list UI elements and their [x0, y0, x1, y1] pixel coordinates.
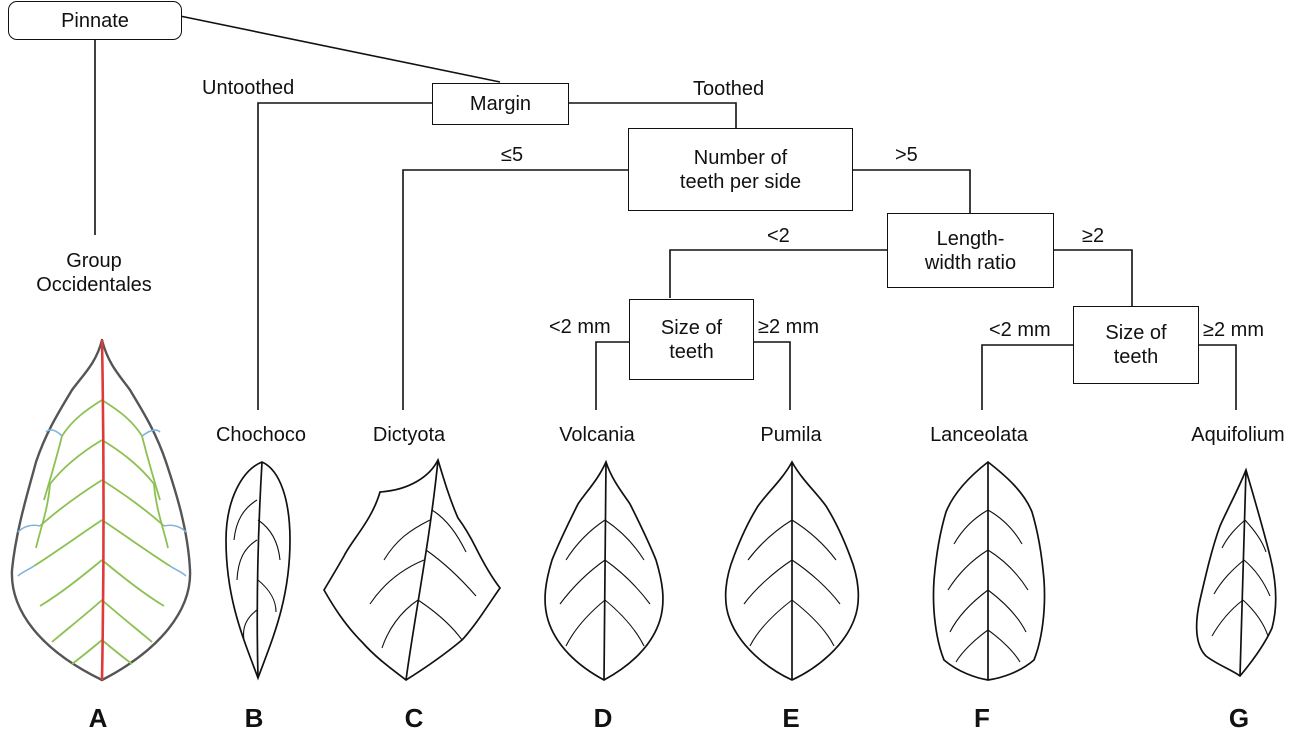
leaf-e-illustration: [724, 460, 860, 681]
leaf-a-secondary-vein: [39, 559, 103, 607]
leaf-a-tertiary-vein: [169, 565, 187, 577]
leaf-name-volcania: Volcania: [559, 424, 635, 446]
leaf-f-illustration: [932, 460, 1046, 681]
leaf-a-secondary-vein: [101, 439, 155, 485]
panel-letter-g: G: [1228, 703, 1250, 733]
size-of-teeth-node-left: Size of teeth: [629, 299, 754, 380]
leaf-a-secondary-vein: [51, 599, 103, 643]
leaf-c-illustration: [323, 457, 502, 682]
connector-gt5: [852, 169, 971, 213]
leaf-a-tertiary-vein: [45, 429, 63, 437]
leaf-a-secondary-vein: [33, 519, 103, 567]
leaf-a-secondary-vein: [39, 479, 103, 527]
leaf-name-lanceolata: Lanceolata: [930, 424, 1028, 446]
leaf-a-tertiary-vein: [141, 429, 161, 437]
margin-node: Margin: [432, 83, 569, 125]
leaf-name-dictyota: Dictyota: [372, 424, 446, 446]
tree-connectors: [94, 15, 1237, 410]
leaf-name-pumila: Pumila: [760, 424, 822, 446]
panel-letter-c: C: [404, 703, 424, 733]
teeth-number-node: Number of teeth per side: [628, 128, 853, 211]
panel-letter-e: E: [782, 703, 800, 733]
connector-size-left-lt2mm: [595, 341, 630, 410]
leaf-a-secondary-vein: [141, 435, 161, 501]
leaf-a-secondary-vein: [101, 399, 143, 437]
edge-label-ge2: ≥2: [1082, 225, 1105, 247]
group-occidentales-label: Group Occidentales: [36, 250, 152, 296]
leaf-a-secondary-vein: [101, 639, 133, 665]
leaf-a-secondary-vein: [101, 559, 165, 607]
panel-letter-b: B: [244, 703, 264, 733]
connector-size-right-lt2mm: [981, 344, 1073, 410]
leaf-a-secondary-vein: [43, 435, 63, 501]
leaf-a-tertiary-vein: [17, 565, 35, 577]
connector-le5: [402, 169, 628, 410]
leaf-a-secondary-vein: [35, 483, 51, 549]
leaf-a-secondary-vein: [61, 399, 103, 437]
leaf-name-aquifolium: Aquifolium: [1191, 424, 1285, 446]
edge-label-gt5: >5: [895, 144, 918, 166]
leaf-a-secondary-vein: [101, 479, 165, 527]
panel-letter-d: D: [593, 703, 613, 733]
leaf-a-secondary-vein: [153, 483, 169, 549]
pinnate-node: Pinnate: [8, 1, 182, 40]
edge-label-lt2mm-left: <2 mm: [549, 316, 611, 338]
edge-label-ge2mm-right: ≥2 mm: [1203, 319, 1264, 341]
connector-untoothed: [257, 102, 433, 410]
edge-label-untoothed: Untoothed: [202, 77, 295, 99]
edge-label-toothed: Toothed: [693, 78, 765, 100]
connector-size-left-ge2mm: [753, 341, 791, 410]
leaf-a-secondary-vein: [49, 439, 103, 485]
connector-lt2: [669, 249, 887, 298]
leaf-a-secondary-vein: [71, 639, 103, 665]
connector-pinnate-margin: [179, 15, 501, 83]
connector-ge2: [1053, 249, 1133, 306]
leaf-name-chochoco: Chochoco: [215, 424, 307, 446]
leaf-a-tertiary-vein: [163, 524, 187, 533]
edge-label-ge2mm-left: ≥2 mm: [758, 316, 819, 338]
panel-letter-a: A: [88, 703, 108, 733]
leaf-g-illustration: [1195, 467, 1277, 678]
edge-label-lt2mm-right: <2 mm: [989, 319, 1051, 341]
leaf-a-secondary-vein: [101, 519, 171, 567]
connector-size-right-ge2mm: [1198, 344, 1237, 410]
connector-toothed: [568, 102, 737, 128]
edge-label-lt2: <2: [767, 225, 790, 247]
leaf-d-illustration: [544, 459, 664, 681]
leaf-a-tertiary-vein: [17, 524, 41, 533]
leaf-b-illustration: [225, 461, 291, 681]
leaf-a-secondary-vein: [101, 599, 153, 643]
leaf-a-midrib: [100, 339, 105, 681]
panel-letter-f: F: [974, 703, 990, 733]
leaf-a-illustration: [10, 338, 192, 682]
length-width-ratio-node: Length- width ratio: [887, 213, 1054, 288]
size-of-teeth-node-right: Size of teeth: [1073, 306, 1199, 384]
edge-label-le5: ≤5: [501, 144, 524, 166]
